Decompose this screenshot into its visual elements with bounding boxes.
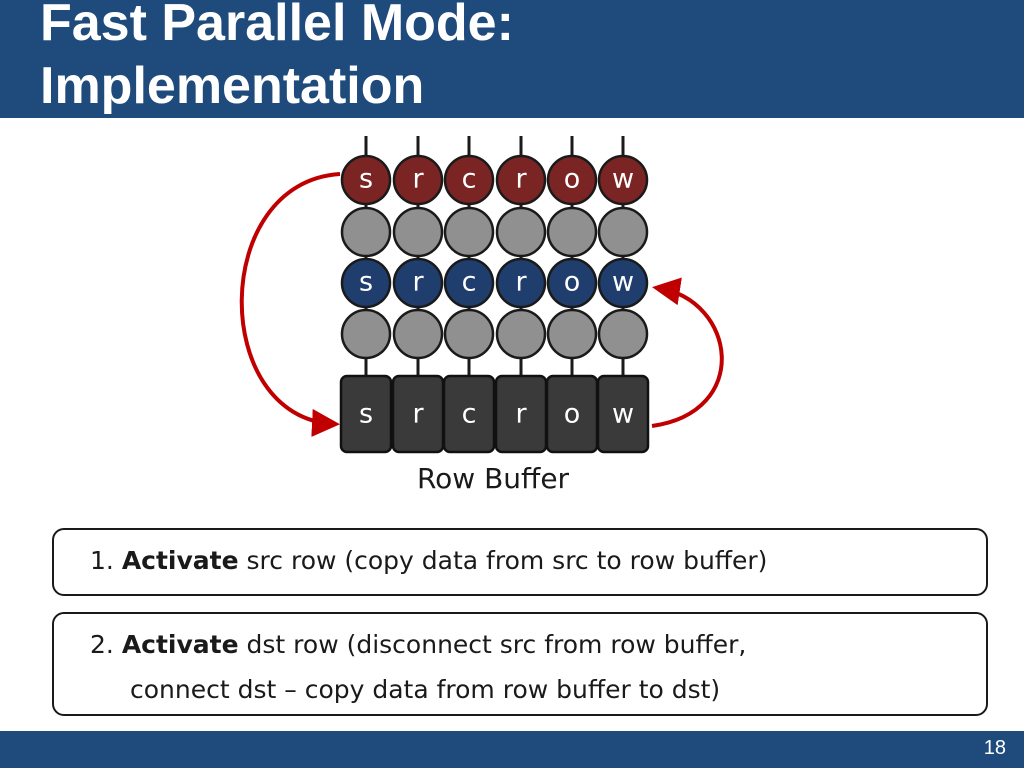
src-row-letter-6: w bbox=[612, 164, 634, 195]
src-row-cell-3: c bbox=[443, 154, 495, 206]
empty-row-1-cell-3 bbox=[443, 206, 495, 258]
slide-title-line-2: Implementation bbox=[40, 57, 425, 115]
dst-row-letter-5: o bbox=[564, 267, 581, 298]
row-buffer-cell-4: r bbox=[494, 374, 548, 454]
page-number: 18 bbox=[983, 737, 1006, 759]
step-2-text-line-2: connect dst – copy data from row buffer … bbox=[130, 675, 721, 704]
step-2-box: 2. Activate dst row (disconnect src from… bbox=[52, 612, 988, 716]
empty-row-2-cell-5 bbox=[546, 308, 598, 360]
step-1-keyword: Activate bbox=[121, 546, 239, 575]
empty-row-2-cell-2 bbox=[392, 308, 444, 360]
src-row-cell-6: w bbox=[597, 154, 649, 206]
src-row-cell-4: r bbox=[495, 154, 547, 206]
row-buffer-letter-6: w bbox=[612, 399, 634, 430]
slide-title: Fast Parallel Mode: Implementation bbox=[40, 0, 514, 118]
empty-row-2-cell-1 bbox=[340, 308, 392, 360]
dst-row-cell-4: r bbox=[495, 257, 547, 309]
dst-row-letter-1: s bbox=[359, 267, 373, 298]
step-1-number: 1. bbox=[90, 546, 114, 575]
row-buffer-cell-6: w bbox=[596, 374, 650, 454]
dst-row-cell-5: o bbox=[546, 257, 598, 309]
row-buffer-cell-1: s bbox=[339, 374, 393, 454]
empty-row-1-cell-6 bbox=[597, 206, 649, 258]
row-buffer-letter-2: r bbox=[412, 399, 424, 430]
slide-title-line-1: Fast Parallel Mode: bbox=[40, 0, 514, 52]
dst-row-letter-4: r bbox=[515, 267, 527, 298]
dst-row-cell-3: c bbox=[443, 257, 495, 309]
dst-row-cell-1: s bbox=[340, 257, 392, 309]
row-buffer-letter-4: r bbox=[515, 399, 527, 430]
row-buffer-cell-3: c bbox=[442, 374, 496, 454]
copy-to-buffer-arrow bbox=[239, 172, 341, 437]
row-buffer-letter-3: c bbox=[462, 399, 477, 430]
empty-row-2-cell-6 bbox=[597, 308, 649, 360]
footer-bar: 18 bbox=[0, 731, 1024, 768]
src-row-cell-1: s bbox=[340, 154, 392, 206]
empty-row-1-cell-1 bbox=[340, 206, 392, 258]
step-1-text: src row (copy data from src to row buffe… bbox=[238, 546, 768, 575]
src-row-letter-1: s bbox=[359, 164, 373, 195]
row-buffer-letter-5: o bbox=[564, 399, 581, 430]
src-row-cell-5: o bbox=[546, 154, 598, 206]
step-2-number: 2. bbox=[90, 630, 114, 659]
title-bar: Fast Parallel Mode: Implementation bbox=[0, 0, 1024, 118]
empty-row-1-cell-2 bbox=[392, 206, 444, 258]
empty-row-1-cell-5 bbox=[546, 206, 598, 258]
dst-row-letter-6: w bbox=[612, 267, 634, 298]
empty-row-1-cell-4 bbox=[495, 206, 547, 258]
step-1-box: 1. Activate src row (copy data from src … bbox=[52, 528, 988, 596]
empty-row-2-cell-4 bbox=[495, 308, 547, 360]
row-buffer-cell-5: o bbox=[545, 374, 599, 454]
dst-row-cell-6: w bbox=[597, 257, 649, 309]
src-row-cell-2: r bbox=[392, 154, 444, 206]
bitlines bbox=[364, 136, 625, 378]
src-row-letter-5: o bbox=[564, 164, 581, 195]
row-buffer-cell-2: r bbox=[391, 374, 445, 454]
dst-row-letter-3: c bbox=[462, 267, 477, 298]
row-buffer-letter-1: s bbox=[359, 399, 373, 430]
src-row-letter-4: r bbox=[515, 164, 527, 195]
src-row-letter-3: c bbox=[462, 164, 477, 195]
row-buffer-label: Row Buffer bbox=[416, 462, 570, 495]
copy-to-dst-arrow bbox=[651, 277, 724, 428]
step-2-keyword: Activate bbox=[121, 630, 239, 659]
step-2-text: dst row (disconnect src from row buffer, bbox=[238, 630, 747, 659]
dst-row-cell-2: r bbox=[392, 257, 444, 309]
empty-row-2-cell-3 bbox=[443, 308, 495, 360]
src-row-letter-2: r bbox=[412, 164, 424, 195]
dst-row-letter-2: r bbox=[412, 267, 424, 298]
